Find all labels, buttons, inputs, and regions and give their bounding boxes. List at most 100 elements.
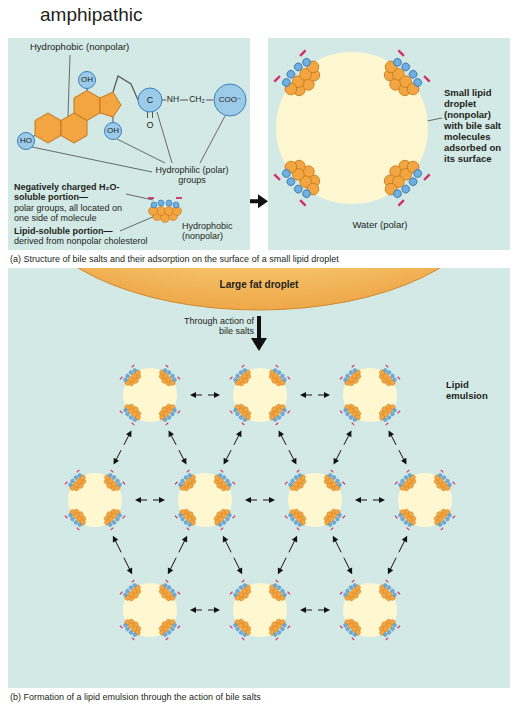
bile-salt-cluster: [148, 198, 182, 223]
bile-salt-cluster: [120, 580, 145, 605]
negative-charge: [166, 365, 169, 368]
negative-charge: [111, 528, 114, 531]
polar-head: [183, 520, 188, 525]
polar-head: [282, 592, 287, 597]
arrowhead: [292, 536, 297, 543]
bile-salt-cluster: [100, 505, 125, 530]
bile-salt-cluster: [230, 580, 255, 605]
negative-charge: [111, 470, 114, 473]
negative-charge: [276, 580, 279, 583]
polar-head: [345, 627, 350, 632]
polar-head: [123, 623, 128, 628]
polar-head: [170, 588, 175, 593]
small-lipid-droplet: [276, 52, 428, 204]
polar-head: [447, 482, 452, 487]
arrowhead: [324, 392, 330, 398]
negative-charge: [288, 411, 291, 414]
polar-head: [445, 478, 450, 483]
atom-label: OH: [107, 126, 119, 135]
polar-head: [227, 513, 232, 518]
negative-charge: [178, 411, 181, 414]
bile-salt-cluster: [320, 470, 345, 495]
negative-charge: [407, 470, 410, 473]
polar-head: [293, 475, 298, 480]
arrowhead: [379, 497, 385, 503]
arrowhead: [190, 607, 196, 613]
negative-charge: [221, 470, 224, 473]
polar-head: [345, 412, 350, 417]
arrow-shaft: [335, 539, 341, 552]
polar-head: [170, 373, 175, 378]
drawing-part: [18, 133, 35, 150]
polar-head: [348, 630, 353, 635]
polar-head: [125, 627, 130, 632]
polar-head: [170, 627, 175, 632]
negative-charge: [233, 482, 236, 485]
arrow-shaft: [344, 558, 350, 571]
bile-salt-cluster: [175, 505, 200, 530]
polar-head: [277, 585, 282, 590]
panel-ground: [8, 268, 510, 688]
atom-label: OH: [81, 75, 93, 84]
arrow-shaft: [289, 539, 295, 552]
arrowhead: [113, 536, 118, 543]
polar-head: [343, 592, 348, 597]
polar-head: [68, 513, 73, 518]
bile-salt-cluster: [230, 615, 255, 640]
bile-salt-cluster: [274, 152, 328, 206]
drawing-part: [74, 91, 100, 121]
figure-panel: Through action of bile saltsLipid emulsi…: [8, 268, 510, 688]
polar-head: [151, 202, 157, 208]
polar-head: [235, 588, 240, 593]
arrowhead: [388, 568, 393, 575]
negative-charge: [441, 470, 444, 473]
negative-charge: [123, 516, 126, 519]
atom-label: HO: [20, 136, 32, 145]
arrow-shaft: [390, 558, 396, 571]
polar-head: [233, 623, 238, 628]
negative-charge: [407, 528, 410, 531]
polar-head: [293, 520, 298, 525]
polar-head: [77, 473, 82, 478]
figure-panel: Hydrophobic (nonpolar)Hydrophilic (polar…: [8, 38, 250, 250]
polar-head: [187, 522, 192, 527]
drawing-part: [35, 113, 61, 143]
bile-salt-cluster: [265, 365, 290, 390]
emulsion-droplet: [178, 473, 232, 527]
negative-charge: [340, 592, 343, 595]
polar-head: [400, 61, 411, 72]
negative-charge: [242, 638, 245, 641]
bile-salt-cluster: [265, 615, 290, 640]
polar-head: [400, 517, 405, 522]
node-text: Large fat droplet: [170, 279, 348, 291]
arrowhead: [159, 497, 165, 503]
negative-charge: [230, 626, 233, 629]
arrowhead: [334, 458, 339, 465]
polar-head: [227, 482, 232, 487]
polar-head: [242, 583, 247, 588]
polar-head: [73, 475, 78, 480]
drawing-part: [79, 72, 96, 89]
negative-charge: [178, 592, 181, 595]
polar-head: [282, 408, 287, 413]
polar-head: [233, 408, 238, 413]
polar-head: [337, 482, 342, 487]
bile-salt-cluster: [265, 400, 290, 425]
polar-head: [115, 478, 120, 483]
drawing-part: [32, 147, 152, 172]
bile-salt-cluster: [430, 505, 455, 530]
polar-head: [167, 630, 172, 635]
bile-salt-cluster: [210, 470, 235, 495]
arrow-shaft: [225, 539, 231, 552]
arrow-shaft: [124, 558, 130, 571]
polar-head: [392, 623, 397, 628]
drawing-part: [162, 100, 166, 101]
polar-head: [112, 520, 117, 525]
negative-charge: [386, 580, 389, 583]
polar-head: [280, 373, 285, 378]
negative-charge: [233, 516, 236, 519]
polar-head: [328, 522, 333, 527]
hydrophobic-part: [165, 207, 174, 216]
negative-charge: [77, 528, 80, 531]
arrow-shaft: [170, 558, 176, 571]
